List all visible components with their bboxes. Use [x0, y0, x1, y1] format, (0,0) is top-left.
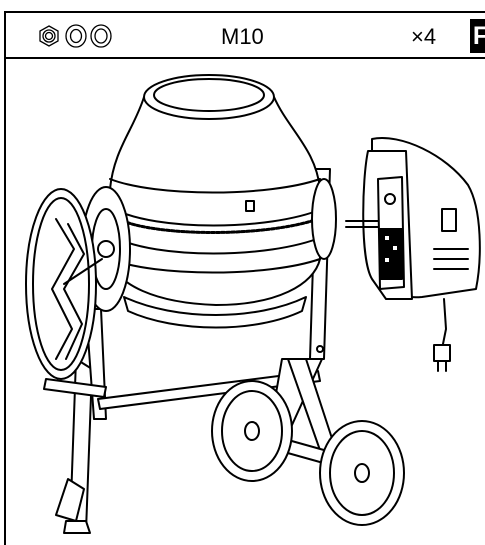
nut-icon	[39, 25, 59, 47]
bolt-size-label: M10	[221, 24, 264, 49]
support-leg	[55, 358, 93, 534]
hardware-header: M10 ×4 F	[6, 13, 485, 59]
page-frame	[4, 11, 485, 545]
concrete-mixer-illustration	[25, 74, 481, 534]
hardware-icons	[39, 24, 112, 48]
drum	[109, 74, 321, 329]
washer-icon	[90, 24, 112, 48]
washer-icon	[65, 24, 87, 48]
handwheel	[25, 188, 103, 380]
wheel-rear	[211, 380, 293, 482]
power-cord	[433, 298, 451, 372]
motor-housing	[345, 137, 481, 300]
quantity-label: ×4	[411, 24, 437, 49]
drum-bearing-right	[311, 178, 337, 260]
step-tag: F	[470, 19, 485, 53]
wheel-front	[319, 420, 405, 526]
